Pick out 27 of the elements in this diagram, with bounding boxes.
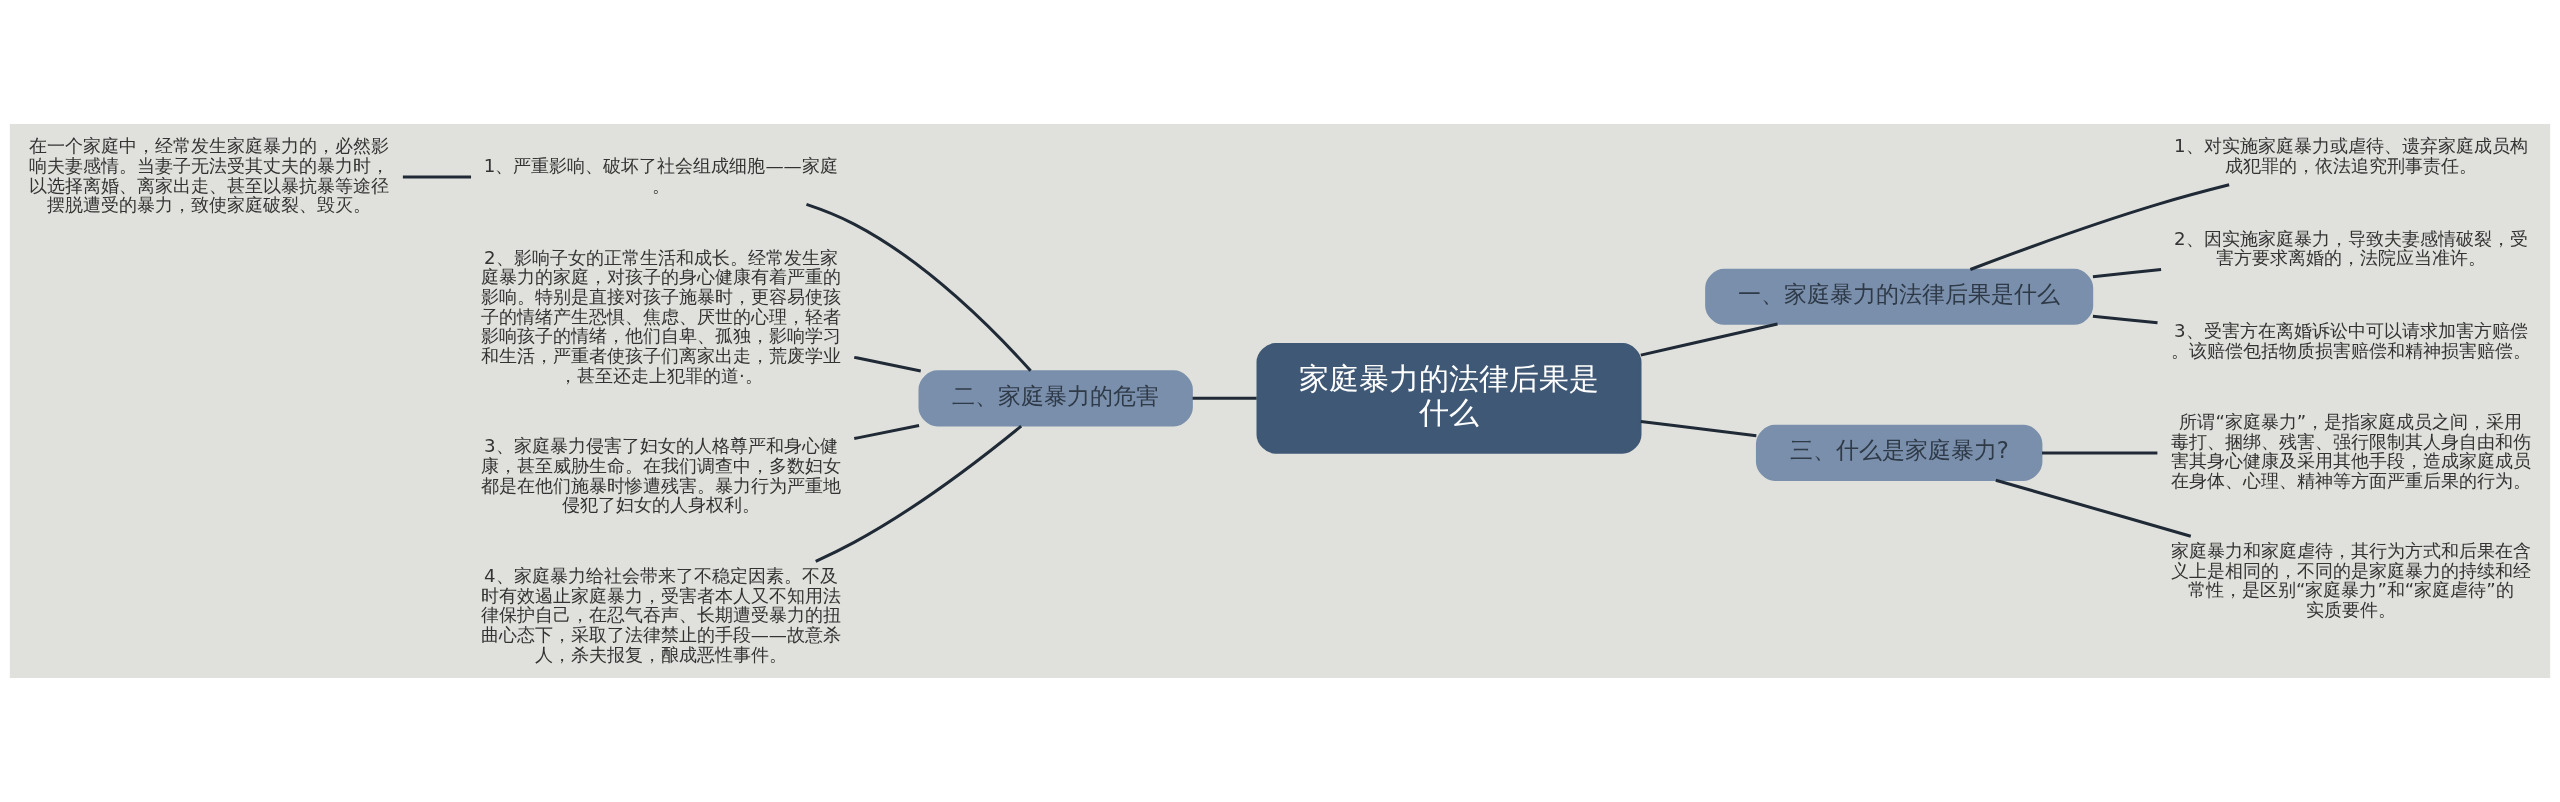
connector: [1640, 420, 1757, 438]
node-box: 二、家庭暴力的危害: [918, 370, 1193, 427]
connector: [1192, 396, 1257, 400]
connector: [2042, 451, 2158, 455]
node-box: 三、什么是家庭暴力?: [1755, 424, 2043, 481]
node-text: 4、家庭暴力给社会带来了不稳定因素。不及时有效遏止家庭暴力，受害者本人又不知用法律保护自己，在忍气吞声、长期遭受暴力的扭曲心态下，采取了法律禁止的手段——故意杀人，杀夫报复，酿成恶性事件。: [480, 564, 841, 665]
node-box: 家庭暴力的法律后果是什么: [1256, 343, 1642, 454]
connector: [1969, 183, 2230, 271]
node-text: 2、影响子女的正常生活和成长。经常发生家庭暴力的家庭，对孩子的身心健康有着严重的影响。特别是直接对孩子施暴时，更容易使孩子的情绪产生恐惧、焦虑、厌世的心理，轻者影响孩子的情绪，他们自卑、孤独，影响学习和生活，严重者使孩子们离家出走，荒废学业，甚至还走上犯罪的道·。: [480, 246, 841, 386]
node-text: 1、严重影响、破坏了社会组成细胞——家庭。: [483, 154, 838, 196]
node-text: 家庭暴力和家庭虐待，其行为方式和后果在含义上是相同的，不同的是家庭暴力的持续和经常性，是区别“家庭暴力”和“家庭虐待”的实质要件。: [2170, 539, 2531, 621]
connector: [1640, 322, 1778, 357]
connector: [1995, 478, 2192, 538]
node-text: 3、受害方在离婚诉讼中可以请求加害方赔偿。该赔偿包括物质损害赔偿和精神损害赔偿。: [2170, 320, 2531, 361]
connector: [805, 202, 1032, 372]
connector: [815, 424, 1023, 563]
node-text: 2、因实施家庭暴力，导致夫妻感情破裂，受害方要求离婚的，法院应当准许。: [2174, 227, 2528, 269]
node-text: 所谓“家庭暴力”，是指家庭成员之间，采用毒打、捆绑、残害、强行限制其人身自由和伤害其身心健康及采用其他手段，造成家庭成员在身体、心理、精神等方面严重后果的行为。: [2170, 411, 2531, 492]
connector: [2092, 268, 2162, 279]
node-text: 3、家庭暴力侵害了妇女的人格尊严和身心健康，甚至威胁生命。在我们调查中，多数妇女都是在他们施暴时惨遭残害。暴力行为严重地侵犯了妇女的人身权利。: [480, 435, 841, 516]
connector: [853, 355, 922, 373]
connector: [853, 424, 920, 441]
node-box: 一、家庭暴力的法律后果是什么: [1705, 268, 2094, 325]
node-text: 在一个家庭中，经常发生家庭暴力的，必然影响夫妻感情。当妻子无法受其丈夫的暴力时，以选择离婚、离家出走、甚至以暴抗暴等途径摆脱遭受的暴力，致使家庭破裂、毁灭。: [29, 135, 390, 216]
connector: [2092, 314, 2158, 325]
node-text: 1、对实施家庭暴力或虐待、遗弃家庭成员构成犯罪的，依法追究刑事责任。: [2174, 135, 2528, 176]
connector: [402, 175, 472, 179]
